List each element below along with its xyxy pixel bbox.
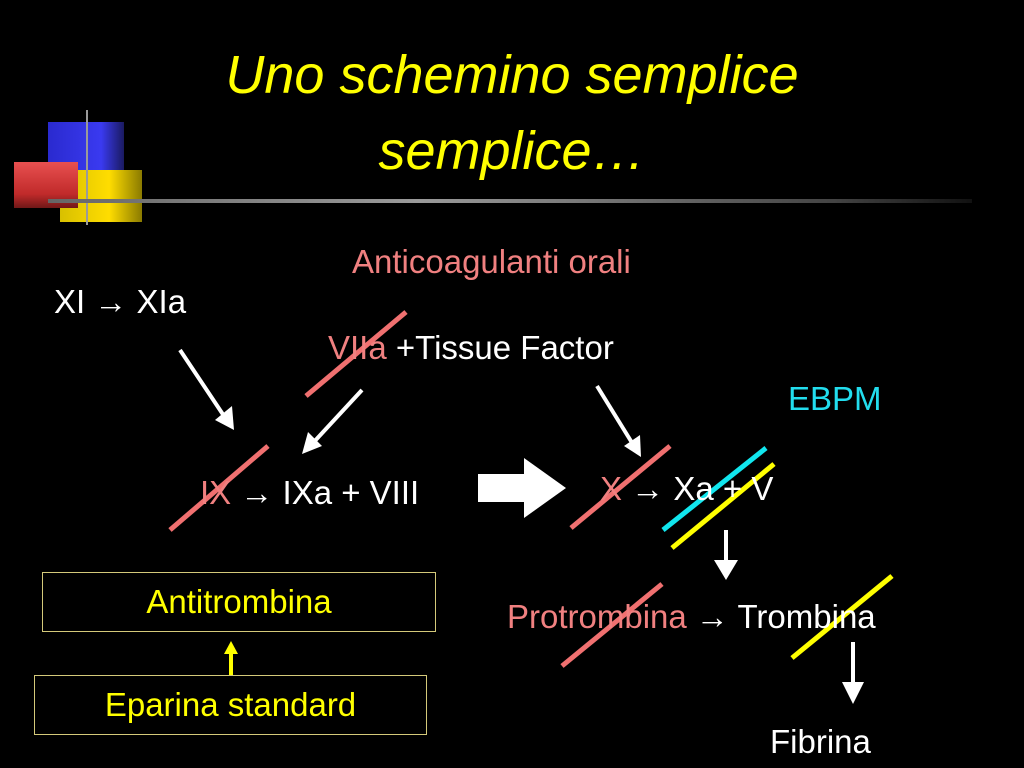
arrow-symbol: →	[240, 474, 274, 511]
arrowhead-trombina-to-fibrina	[842, 682, 864, 704]
arrowhead-viia-to-ix	[302, 432, 322, 454]
label-protrombina-to-trombina: Protrombina → Trombina	[507, 598, 876, 636]
inhibitor-slash-xa-ebpm	[661, 446, 768, 532]
arrow-xia-to-ix	[178, 348, 230, 424]
slide-title-line1: Uno schemino semplice	[225, 45, 799, 105]
label-xi: XI	[54, 283, 86, 320]
block-arrow-ixa-to-x	[478, 458, 566, 518]
label-ix: IX	[200, 474, 232, 511]
label-viia: VIIa	[328, 329, 387, 366]
label-fibrina: Fibrina	[770, 723, 871, 760]
label-x: X	[600, 470, 623, 507]
arrowhead-tf-to-x	[624, 435, 641, 457]
arrow-symbol: →	[94, 283, 128, 320]
label-tissue-factor: +Tissue Factor	[395, 329, 614, 366]
arrow-tf-to-x	[595, 384, 636, 448]
title-underline	[48, 199, 972, 203]
arrow-viia-to-ix	[310, 388, 364, 446]
inhibitor-slash-trombina	[790, 574, 894, 660]
label-x-to-xa: X → Xa + V	[600, 470, 773, 508]
inhibitor-slash-protrombina	[560, 582, 664, 668]
box-antitrombina: Antitrombina	[42, 572, 436, 632]
inhibitor-slash-viia	[304, 310, 408, 398]
inhibitor-slash-x	[569, 444, 672, 530]
arrowhead-xia-to-ix	[215, 406, 234, 430]
label-xa-v: Xa + V	[673, 470, 774, 507]
label-ix-to-ixa: IX → IXa + VIII	[200, 474, 419, 512]
label-viia-tissue-factor: VIIa +Tissue Factor	[328, 329, 614, 367]
arrow-symbol: →	[695, 598, 729, 635]
label-oral-anticoagulants: Anticoagulanti orali	[352, 243, 631, 280]
inhibitor-slash-ix	[168, 444, 270, 532]
arrowhead-eparina-to-antitrombina	[224, 641, 238, 654]
label-xia: XIa	[136, 283, 187, 320]
label-ixa-viii: IXa + VIII	[282, 474, 420, 511]
label-ebpm: EBPM	[788, 380, 882, 417]
logo-vertical-line	[86, 110, 88, 225]
arrow-symbol: →	[631, 470, 665, 507]
arrowhead-xa-to-protrombina	[714, 560, 738, 580]
label-trombina: Trombina	[737, 598, 876, 635]
slide-title-line2: semplice…	[378, 121, 646, 181]
label-protrombina: Protrombina	[507, 598, 687, 635]
label-xi-to-xia: XI → XIa	[54, 283, 186, 321]
inhibitor-slash-xa-heparin	[670, 462, 776, 550]
box-eparina-standard: Eparina standard	[34, 675, 427, 735]
